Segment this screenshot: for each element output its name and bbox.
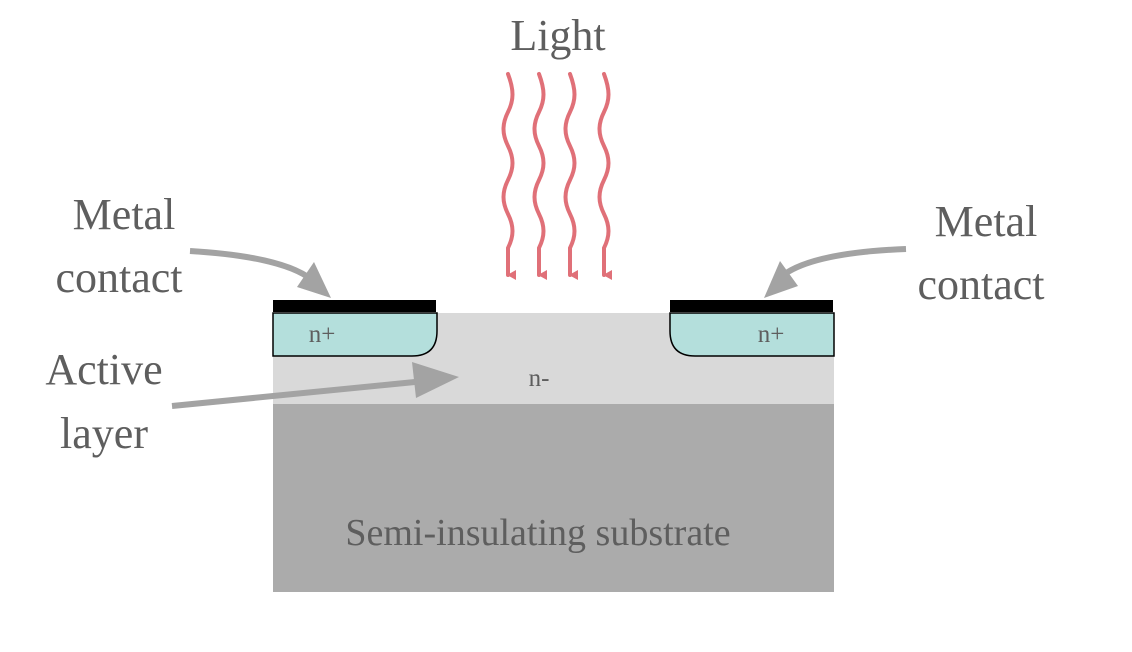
metal-contact-left-arrowhead [297, 262, 331, 298]
light-ray [501, 72, 516, 280]
metal-contact-right-arrow [780, 246, 907, 279]
n-plus-left-region [272, 312, 438, 357]
metal-contact-right-arrowhead [764, 261, 798, 298]
light-rays [501, 72, 612, 280]
active-layer-arrow [171, 378, 426, 409]
light-label: Light [510, 11, 605, 60]
metal-contact-left [273, 300, 436, 312]
pointer-arrows [171, 246, 907, 409]
n-plus-right-label: n+ [758, 321, 785, 348]
metal-contact-left-arrow [189, 248, 314, 283]
metal-contact-right-label-line1: Metal [935, 197, 1038, 246]
n-plus-left-label: n+ [309, 321, 336, 348]
n-plus-right-region [669, 312, 835, 357]
light-ray [563, 72, 578, 280]
substrate-label: Semi-insulating substrate [345, 512, 730, 554]
active-layer-label-line2: layer [60, 409, 148, 458]
metal-contact-right [670, 300, 833, 312]
light-ray [532, 72, 547, 280]
active-layer-arrowhead [412, 362, 459, 398]
n-minus-label: n- [529, 365, 550, 392]
metal-contact-left-label-line1: Metal [73, 190, 176, 239]
metal-contact-left-label-line2: contact [55, 253, 182, 302]
active-layer-label-line1: Active [45, 345, 162, 394]
substrate-region [273, 404, 834, 592]
light-ray [597, 72, 612, 280]
metal-contact-right-label-line2: contact [917, 260, 1044, 309]
